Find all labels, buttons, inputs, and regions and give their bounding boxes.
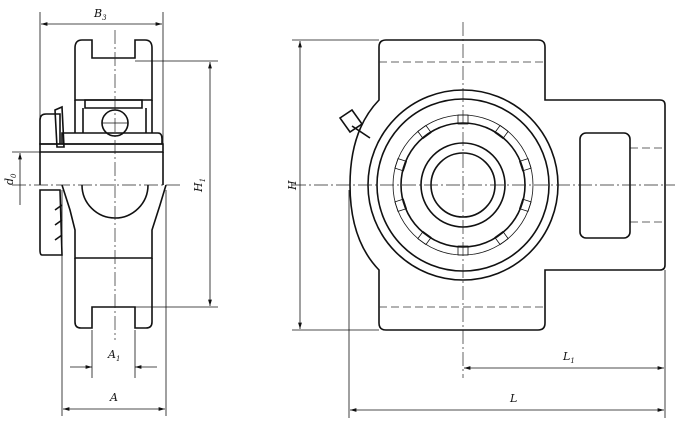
collar-tooth [494,230,509,246]
dim-L-label: L [509,392,517,405]
collar-tooth [394,198,408,212]
dim-H-label: H [286,180,299,191]
collar-tooth [518,198,532,212]
dim-d0-label: d0 [3,173,18,185]
collar-tooth [394,158,408,172]
dim-A1-label: A1 [107,348,120,363]
front-view: H L1 L [286,22,675,418]
collar-tooth [417,124,432,140]
collar-tooth [417,230,432,246]
dim-H1-label: H1 [192,178,207,193]
collar-tooth [518,158,532,172]
collar-tooth [494,124,509,140]
side-view: B3 d0 H1 A1 A [3,7,218,416]
dim-B3-label: B3 [93,7,107,22]
dim-A-label: A [109,391,118,404]
dim-L1-label: L1 [562,350,575,365]
